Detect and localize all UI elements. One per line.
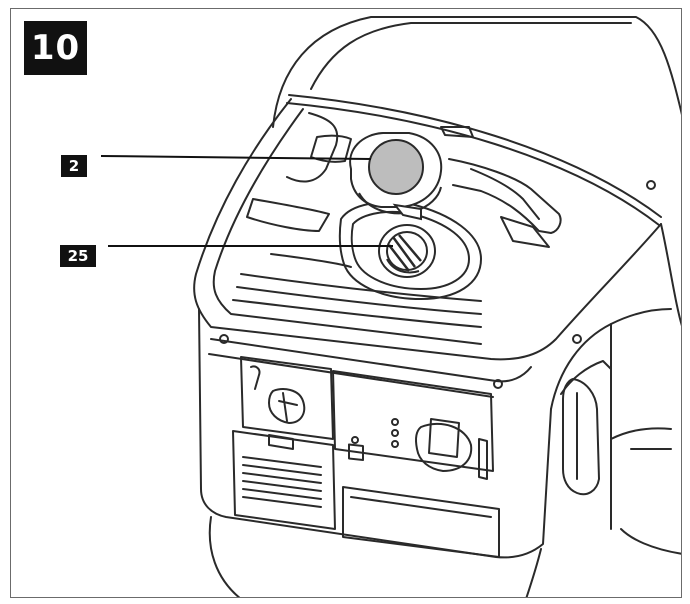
right-side-panel: [550, 308, 672, 410]
leader-line-2: [100, 155, 372, 160]
fuel-filler-neck: [378, 203, 436, 278]
carry-handle: [448, 158, 562, 234]
top-panel-step-left: [286, 112, 339, 183]
figure-frame: 10 2 25: [10, 8, 682, 598]
generator-hood-inner: [310, 22, 632, 90]
switch-panel: [332, 370, 494, 472]
callout-leader-lines: [100, 155, 393, 247]
generator-drawing: [193, 16, 681, 597]
top-panel-outline: [193, 98, 662, 361]
front-face-outline: [198, 308, 552, 559]
callout-label-2: 2: [61, 155, 87, 177]
air-vent: [232, 430, 336, 530]
seam-tab: [440, 126, 474, 138]
control-panel: [240, 356, 334, 440]
lower-access-panel: [342, 486, 500, 558]
figure-number-badge: 10: [24, 21, 87, 75]
hood-seam: [288, 94, 662, 218]
callout-label-25: 25: [60, 245, 96, 267]
side-handle: [562, 378, 600, 496]
vent-grille: [242, 456, 322, 508]
generator-hood-outline: [272, 16, 681, 128]
fuel-valve-knob: [268, 388, 306, 424]
